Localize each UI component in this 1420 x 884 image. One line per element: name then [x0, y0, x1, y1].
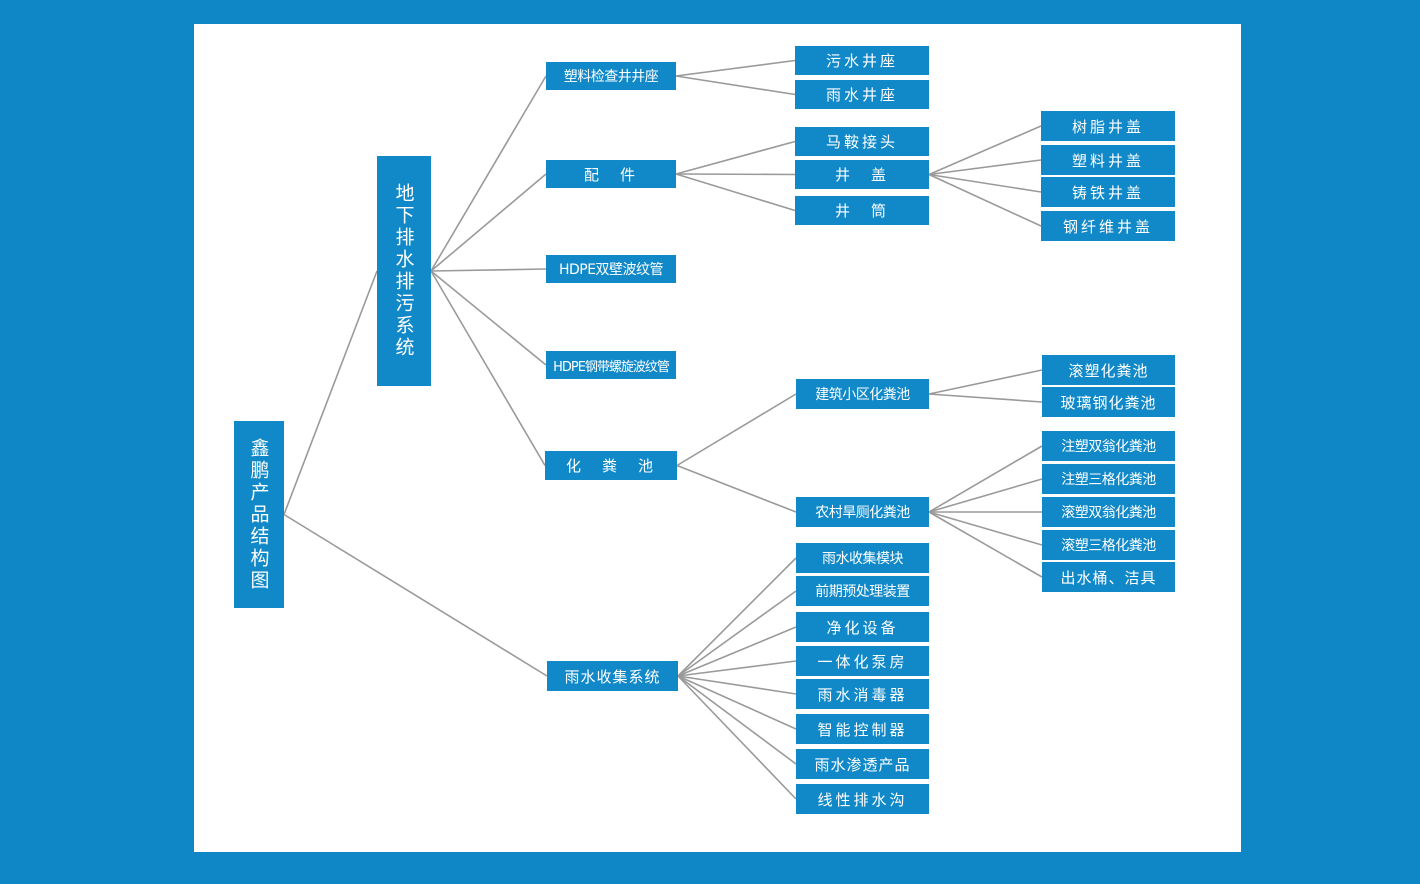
rain-collection-system-node: 雨水收集系统 [547, 661, 678, 691]
connector-line [676, 464, 797, 513]
connector-line [430, 270, 546, 466]
connector-line [928, 173, 1042, 227]
building-septic-node: 建筑小区化粪池 [796, 379, 929, 409]
linear-drain-node: 线性排水沟 [796, 784, 929, 814]
connector-line [928, 393, 1043, 403]
connector-line [928, 445, 1043, 513]
connector-line [677, 675, 797, 800]
injection-triple-septic-node: 注塑三格化粪池 [1042, 464, 1175, 494]
injection-double-septic-node: 注塑双翁化粪池 [1042, 431, 1175, 461]
frp-septic-node: 玻璃钢化粪池 [1042, 387, 1175, 417]
rotomold-double-septic-node: 滚塑双翁化粪池 [1042, 497, 1175, 527]
pretreatment-device-node: 前期预处理装置 [796, 576, 929, 606]
connector-line [677, 626, 797, 677]
fittings-node: 配 件 [546, 160, 676, 188]
connector-line [430, 173, 547, 272]
sewage-seat-node: 污水井座 [795, 46, 929, 75]
well-shaft-node: 井 筒 [795, 196, 929, 225]
connector-line [677, 675, 797, 765]
connector-line [675, 173, 796, 212]
purification-equipment-node: 净化设备 [796, 612, 929, 642]
connector-line [928, 173, 1042, 193]
rain-infiltration-node: 雨水渗透产品 [796, 749, 929, 779]
rural-septic-node: 农村旱厕化粪池 [796, 497, 929, 527]
rain-seat-node: 雨水井座 [795, 80, 929, 109]
connector-line [677, 590, 797, 677]
connector-line [928, 511, 1043, 546]
connector-line [928, 125, 1042, 176]
connector-line [675, 173, 796, 176]
connector-line [283, 513, 548, 677]
manhole-seat-node: 塑料检查井井座 [546, 62, 676, 90]
connector-line [677, 557, 797, 677]
connector-line [675, 59, 796, 77]
rain-module-node: 雨水收集模块 [796, 543, 929, 573]
steel-fiber-cover-node: 钢纤维井盖 [1041, 211, 1175, 241]
rain-disinfector-node: 雨水消毒器 [796, 679, 929, 709]
well-cover-node: 井 盖 [795, 160, 929, 189]
connector-line [675, 140, 796, 175]
pump-station-node: 一体化泵房 [796, 646, 929, 676]
connector-line [928, 511, 1043, 578]
drainage-system-node: 地下排水排污系统 [377, 156, 431, 386]
connector-line [676, 393, 797, 467]
connector-line [928, 159, 1042, 176]
root-node: 鑫鹏产品结构图 [234, 421, 284, 608]
hdpe-steel-spiral-pipe-node: HDPE钢带螺旋波纹管 [546, 351, 676, 379]
connector-line [928, 478, 1043, 513]
rotomold-septic-node: 滚塑化粪池 [1042, 355, 1175, 385]
rotomold-triple-septic-node: 滚塑三格化粪池 [1042, 530, 1175, 560]
cast-iron-cover-node: 铸铁井盖 [1041, 177, 1175, 207]
connector-line [677, 675, 797, 695]
resin-cover-node: 树脂井盖 [1041, 111, 1175, 141]
connector-line [675, 75, 796, 96]
water-bucket-node: 出水桶、洁具 [1042, 562, 1175, 592]
saddle-joint-node: 马鞍接头 [795, 127, 929, 156]
septic-tank-node: 化 粪 池 [545, 451, 677, 480]
hdpe-double-wall-pipe-node: HDPE双壁波纹管 [546, 255, 676, 283]
connector-line [430, 270, 547, 366]
connector-line [430, 268, 547, 272]
plastic-cover-node: 塑料井盖 [1041, 145, 1175, 175]
connector-line [430, 75, 547, 272]
connector-line [283, 270, 378, 515]
smart-controller-node: 智能控制器 [796, 714, 929, 744]
connector-line [928, 369, 1043, 395]
connector-line [677, 660, 797, 677]
connector-line [677, 675, 797, 730]
